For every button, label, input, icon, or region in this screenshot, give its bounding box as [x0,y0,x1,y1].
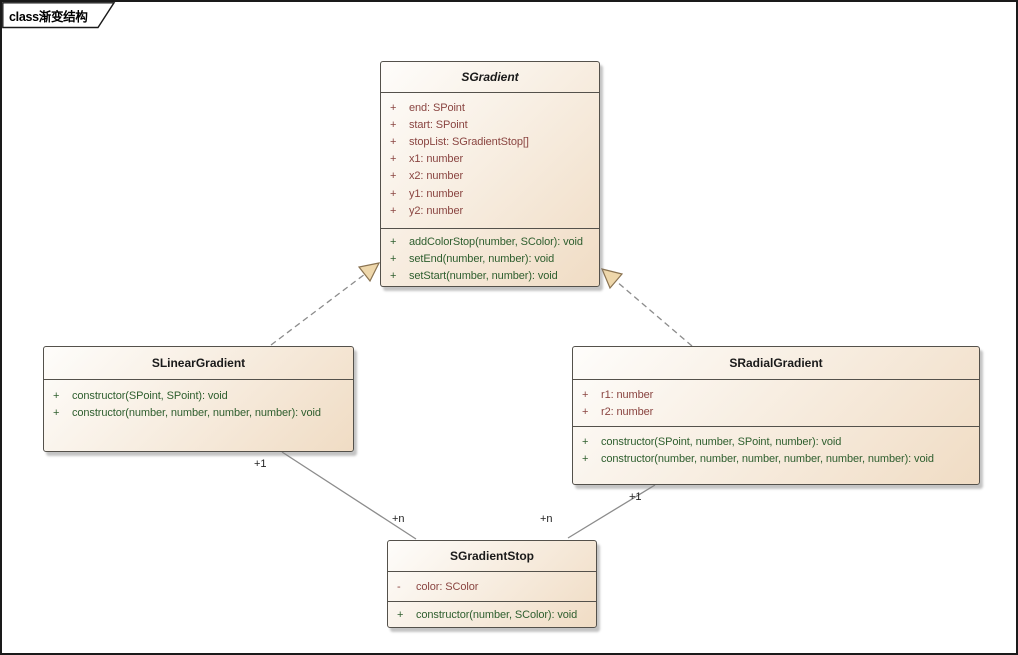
visibility-sign: + [390,235,397,248]
member-text: addColorStop(number, SColor): void [409,235,583,248]
member-text: constructor(number, number, number, numb… [601,452,934,465]
member-text: constructor(SPoint, number, SPoint, numb… [601,435,842,448]
attribute-row: + x2: number [381,168,599,185]
member-text: start: SPoint [409,118,468,131]
visibility-sign: + [53,406,60,419]
visibility-sign: + [390,153,397,166]
realization-arrowhead-radial[interactable] [600,268,624,290]
method-row: + constructor(number, SColor): void [388,606,596,623]
attribute-row: + r1: number [573,386,979,403]
class-sgradientstop-methods: + constructor(number, SColor): void [388,601,596,626]
class-sgradient[interactable]: SGradient + end: SPoint + start: SPoint + sto… [380,61,600,287]
visibility-sign: + [53,389,60,402]
realization-line-linear[interactable] [270,273,366,346]
class-sgradientstop-attributes: - color: SColor [388,572,596,601]
member-text: constructor(SPoint, SPoint): void [72,389,228,402]
visibility-sign: + [390,170,397,183]
visibility-sign: + [390,252,397,265]
diagram-frame-tab: class渐变结构 [2,2,122,32]
member-text: y2: number [409,204,464,217]
method-row: + constructor(number, number, number, num… [573,450,979,467]
attribute-row: + y1: number [381,185,599,202]
method-row: + constructor(SPoint, number, SPoint, num… [573,433,979,450]
class-slineargradient-name: SLinearGradient [44,347,353,380]
method-row: + setStart(number, number): void [381,267,599,284]
class-sradialgradient-methods: + constructor(SPoint, number, SPoint, num… [573,426,979,483]
member-text: setStart(number, number): void [409,269,558,282]
visibility-sign: + [390,269,397,282]
method-row: + constructor(SPoint, SPoint): void [44,387,353,404]
class-sradialgradient-name: SRadialGradient [573,347,979,380]
association-line-linear-stop[interactable] [281,451,417,540]
class-slineargradient-methods: + constructor(SPoint, SPoint): void + const… [44,380,353,450]
member-text: end: SPoint [409,101,465,114]
member-text: r1: number [601,388,654,401]
visibility-sign: - [397,580,401,593]
class-slineargradient[interactable]: SLinearGradient + constructor(SPoint, SPo… [43,346,354,452]
multiplicity-linear-end: +1 [254,458,267,470]
attribute-row: + r2: number [573,403,979,420]
visibility-sign: + [582,435,589,448]
class-sgradient-methods: + addColorStop(number, SColor): void + setE… [381,228,599,286]
class-sgradient-name: SGradient [381,62,599,93]
realization-line-radial[interactable] [615,280,693,347]
visibility-sign: + [582,452,589,465]
visibility-sign: + [390,101,397,114]
visibility-sign: + [390,135,397,148]
visibility-sign: + [390,118,397,131]
class-sgradient-attributes: + end: SPoint + start: SPoint + stopList: SGr… [381,93,599,228]
multiplicity-stop-end-left: +n [392,513,405,525]
member-text: color: SColor [416,580,479,593]
member-text: x1: number [409,153,464,166]
class-sgradientstop-name: SGradientStop [388,541,596,572]
visibility-sign: + [390,187,397,200]
member-text: setEnd(number, number): void [409,252,555,265]
class-sradialgradient[interactable]: SRadialGradient + r1: number + r2: number +… [572,346,980,485]
class-sgradientstop[interactable]: SGradientStop - color: SColor + constructo… [387,540,597,628]
frame-tab-shape [2,2,116,29]
attribute-row: - color: SColor [388,578,596,595]
attribute-row: + x1: number [381,151,599,168]
association-line-radial-stop[interactable] [567,484,656,539]
attribute-row: + y2: number [381,202,599,219]
member-text: r2: number [601,405,654,418]
method-row: + constructor(number, number, number, num… [44,404,353,421]
multiplicity-radial-end: +1 [629,491,642,503]
visibility-sign: + [582,405,589,418]
visibility-sign: + [390,204,397,217]
attribute-row: + stopList: SGradientStop[] [381,133,599,150]
attribute-row: + start: SPoint [381,116,599,133]
method-row: + setEnd(number, number): void [381,250,599,267]
member-text: constructor(number, number, number, numb… [72,406,321,419]
class-sradialgradient-attributes: + r1: number + r2: number [573,380,979,426]
diagram-title: class渐变结构 [9,10,88,24]
realization-arrowhead-linear[interactable] [357,262,381,283]
member-text: x2: number [409,170,464,183]
method-row: + addColorStop(number, SColor): void [381,233,599,250]
visibility-sign: + [582,388,589,401]
member-text: constructor(number, SColor): void [416,608,578,621]
multiplicity-stop-end-right: +n [540,513,553,525]
member-text: stopList: SGradientStop[] [409,135,529,148]
member-text: y1: number [409,187,464,200]
visibility-sign: + [397,608,404,621]
attribute-row: + end: SPoint [381,99,599,116]
